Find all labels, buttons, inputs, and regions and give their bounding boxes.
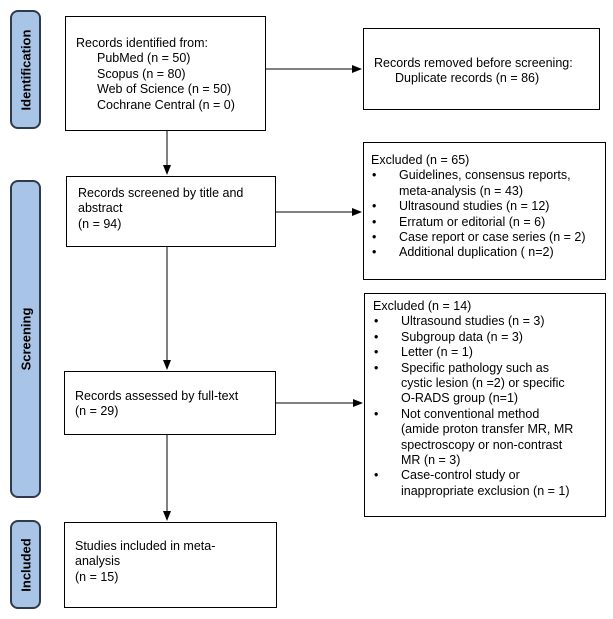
studies-included-line-1: Studies included in meta- [75, 539, 216, 553]
studies-included-count: (n = 15) [75, 569, 119, 584]
list-item: Guidelines, consensus reports, meta-anal… [371, 168, 605, 199]
records-assessed-box: Records assessed by full-text (n = 29) [64, 371, 276, 435]
excluded-fulltext-title: Excluded (n = 14) [373, 299, 472, 313]
list-item: Letter (n = 1) [373, 345, 605, 361]
records-screened-line-1: Records screened by title and [78, 186, 244, 200]
source-web-of-science: Web of Science (n = 50) [97, 82, 232, 97]
records-screened-box: Records screened by title and abstract (… [66, 176, 276, 247]
list-item: Not conventional method (amide proton tr… [373, 407, 605, 469]
list-item: Subgroup data (n = 3) [373, 330, 605, 346]
list-item: Ultrasound studies (n = 3) [373, 314, 605, 330]
source-pubmed: PubMed (n = 50) [97, 51, 191, 66]
studies-included-line-2: analysis [75, 554, 121, 569]
list-item: Erratum or editorial (n = 6) [371, 215, 605, 231]
phase-screening: Screening [10, 180, 41, 498]
records-removed-box: Records removed before screening: Duplic… [363, 28, 600, 110]
duplicate-records: Duplicate records (n = 86) [395, 71, 540, 86]
phase-identification: Identification [10, 10, 41, 129]
studies-included-box: Studies included in meta- analysis (n = … [64, 522, 277, 608]
excluded-fulltext-list: Ultrasound studies (n = 3) Subgroup data… [373, 314, 605, 499]
list-item: Case report or case series (n = 2) [371, 230, 605, 246]
list-item: Ultrasound studies (n = 12) [371, 199, 605, 215]
list-item: Specific pathology such as cystic lesion… [373, 361, 605, 407]
source-scopus: Scopus (n = 80) [97, 66, 186, 81]
records-removed-title: Records removed before screening: [374, 56, 573, 70]
phase-included: Included [10, 520, 41, 609]
records-screened-count: (n = 94) [78, 216, 122, 231]
excluded-screening-list: Guidelines, consensus reports, meta-anal… [371, 168, 605, 261]
records-screened-line-2: abstract [78, 201, 123, 216]
list-item: Case-control study or inappropriate excl… [373, 468, 605, 499]
excluded-screening-title: Excluded (n = 65) [371, 153, 470, 167]
records-assessed-count: (n = 29) [75, 404, 119, 419]
list-item: Additional duplication ( n=2) [371, 245, 605, 261]
excluded-screening-box: Excluded (n = 65) Guidelines, consensus … [363, 142, 606, 280]
excluded-fulltext-box: Excluded (n = 14) Ultrasound studies (n … [364, 293, 606, 517]
records-assessed-line-1: Records assessed by full-text [75, 389, 239, 403]
records-identified-box: Records identified from: PubMed (n = 50)… [65, 16, 266, 131]
records-identified-title: Records identified from: [76, 36, 209, 50]
source-cochrane-central: Cochrane Central (n = 0) [97, 97, 235, 112]
